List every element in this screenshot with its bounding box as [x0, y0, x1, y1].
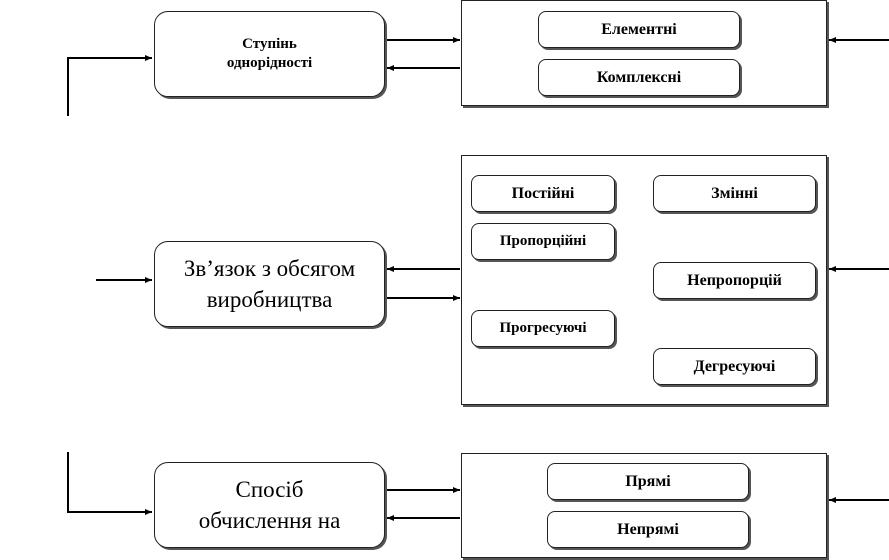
calculation-label-line-1: Спосіб: [235, 477, 304, 502]
homogeneity-degree-box: Ступінь однорідності: [154, 11, 385, 97]
calculation-label-line-2: обчислення на: [198, 508, 341, 533]
left-feed-line-3: [67, 452, 152, 515]
homogeneity-label-line-2: однорідності: [226, 55, 313, 71]
degressive-item: Дегресуючі: [653, 348, 816, 385]
variable-item: Змінні: [653, 175, 816, 212]
elemental-item: Елементні: [538, 11, 740, 48]
complex-item: Комплексні: [538, 59, 740, 96]
direct-item: Прямі: [547, 463, 749, 500]
constant-item: Постійні: [471, 175, 615, 212]
proportional-item: Пропорційні: [471, 223, 615, 260]
indirect-item: Непрямі: [547, 511, 749, 548]
production-volume-link-box: Зв’язок з обсягом виробництва: [154, 241, 385, 327]
homogeneity-label-line-1: Ступінь: [242, 36, 297, 52]
production-label-line-2: виробництва: [206, 287, 333, 312]
calculation-method-box: Спосіб обчислення на: [154, 462, 385, 548]
production-label-line-1: Зв’язок з обсягом: [183, 256, 356, 281]
left-feed-line-1: [67, 55, 152, 116]
progressive-item: Прогресуючі: [471, 310, 615, 347]
nonproportional-item: Непропорцій: [653, 262, 816, 299]
